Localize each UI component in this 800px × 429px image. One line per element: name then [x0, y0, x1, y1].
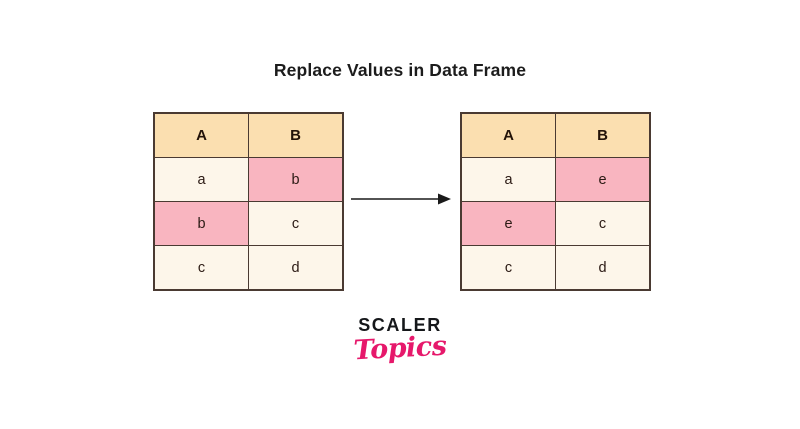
before-column-header-b: B [248, 113, 343, 158]
after-table-container: A B a e e c c d [460, 112, 651, 291]
table-row: a b [154, 157, 343, 202]
before-table-container: A B a b b c c d [153, 112, 344, 291]
before-table: A B a b b c c d [154, 113, 343, 290]
after-cell-a2: e [461, 201, 556, 246]
after-cell-b1: e [555, 157, 650, 202]
table-row: b c [154, 201, 343, 246]
table-row: e c [461, 201, 650, 246]
after-cell-a3: c [461, 245, 556, 290]
page-title: Replace Values in Data Frame [273, 60, 527, 80]
table-header-row: A B [461, 113, 650, 158]
after-cell-b2: c [555, 201, 650, 246]
table-row: a e [461, 157, 650, 202]
scaler-topics-logo: SCALER Topics [0, 315, 800, 366]
after-table: A B a e e c c d [461, 113, 650, 290]
table-row: c d [461, 245, 650, 290]
before-cell-b2: c [248, 201, 343, 246]
table-row: c d [154, 245, 343, 290]
before-column-header-a: A [154, 113, 249, 158]
after-column-header-a: A [461, 113, 556, 158]
logo-primary-text: SCALER [358, 315, 442, 335]
after-column-header-b: B [555, 113, 650, 158]
before-cell-a3: c [154, 245, 249, 290]
before-cell-a2: b [154, 201, 249, 246]
table-header-row: A B [154, 113, 343, 158]
after-cell-b3: d [555, 245, 650, 290]
before-cell-b3: d [248, 245, 343, 290]
before-cell-a1: a [154, 157, 249, 202]
before-cell-b1: b [248, 157, 343, 202]
arrow-right-icon [350, 189, 452, 209]
after-cell-a1: a [461, 157, 556, 202]
